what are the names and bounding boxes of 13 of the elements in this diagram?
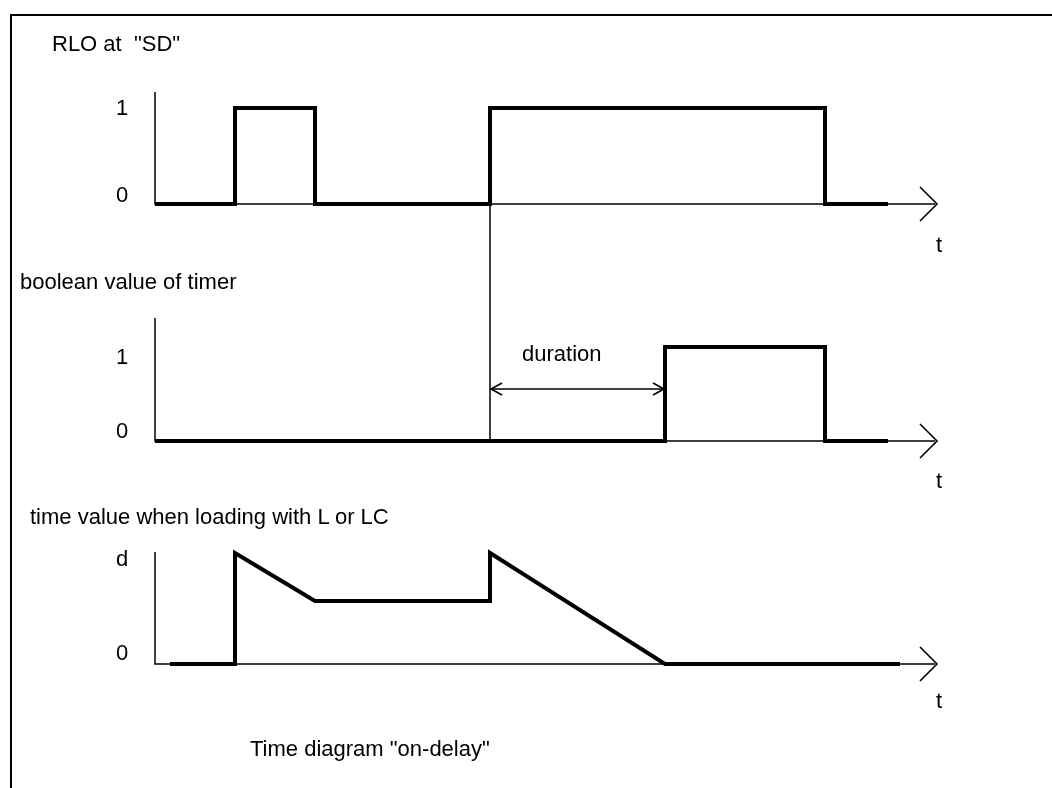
level-label: 0 [116, 420, 129, 442]
level-label: d [116, 548, 129, 570]
signal-label: RLO at "SD" [52, 33, 181, 55]
signal-label: time value when loading with L or LC [30, 506, 389, 528]
axis-label: t [936, 234, 943, 256]
signal-label: boolean value of timer [20, 271, 237, 293]
level-label: 1 [116, 346, 129, 368]
level-label: 0 [116, 184, 129, 206]
axis-label: t [936, 690, 943, 712]
level-label: 0 [116, 642, 129, 664]
axis-label: t [936, 470, 943, 492]
caption: Time diagram "on-delay" [250, 738, 490, 760]
level-label: 1 [116, 97, 129, 119]
